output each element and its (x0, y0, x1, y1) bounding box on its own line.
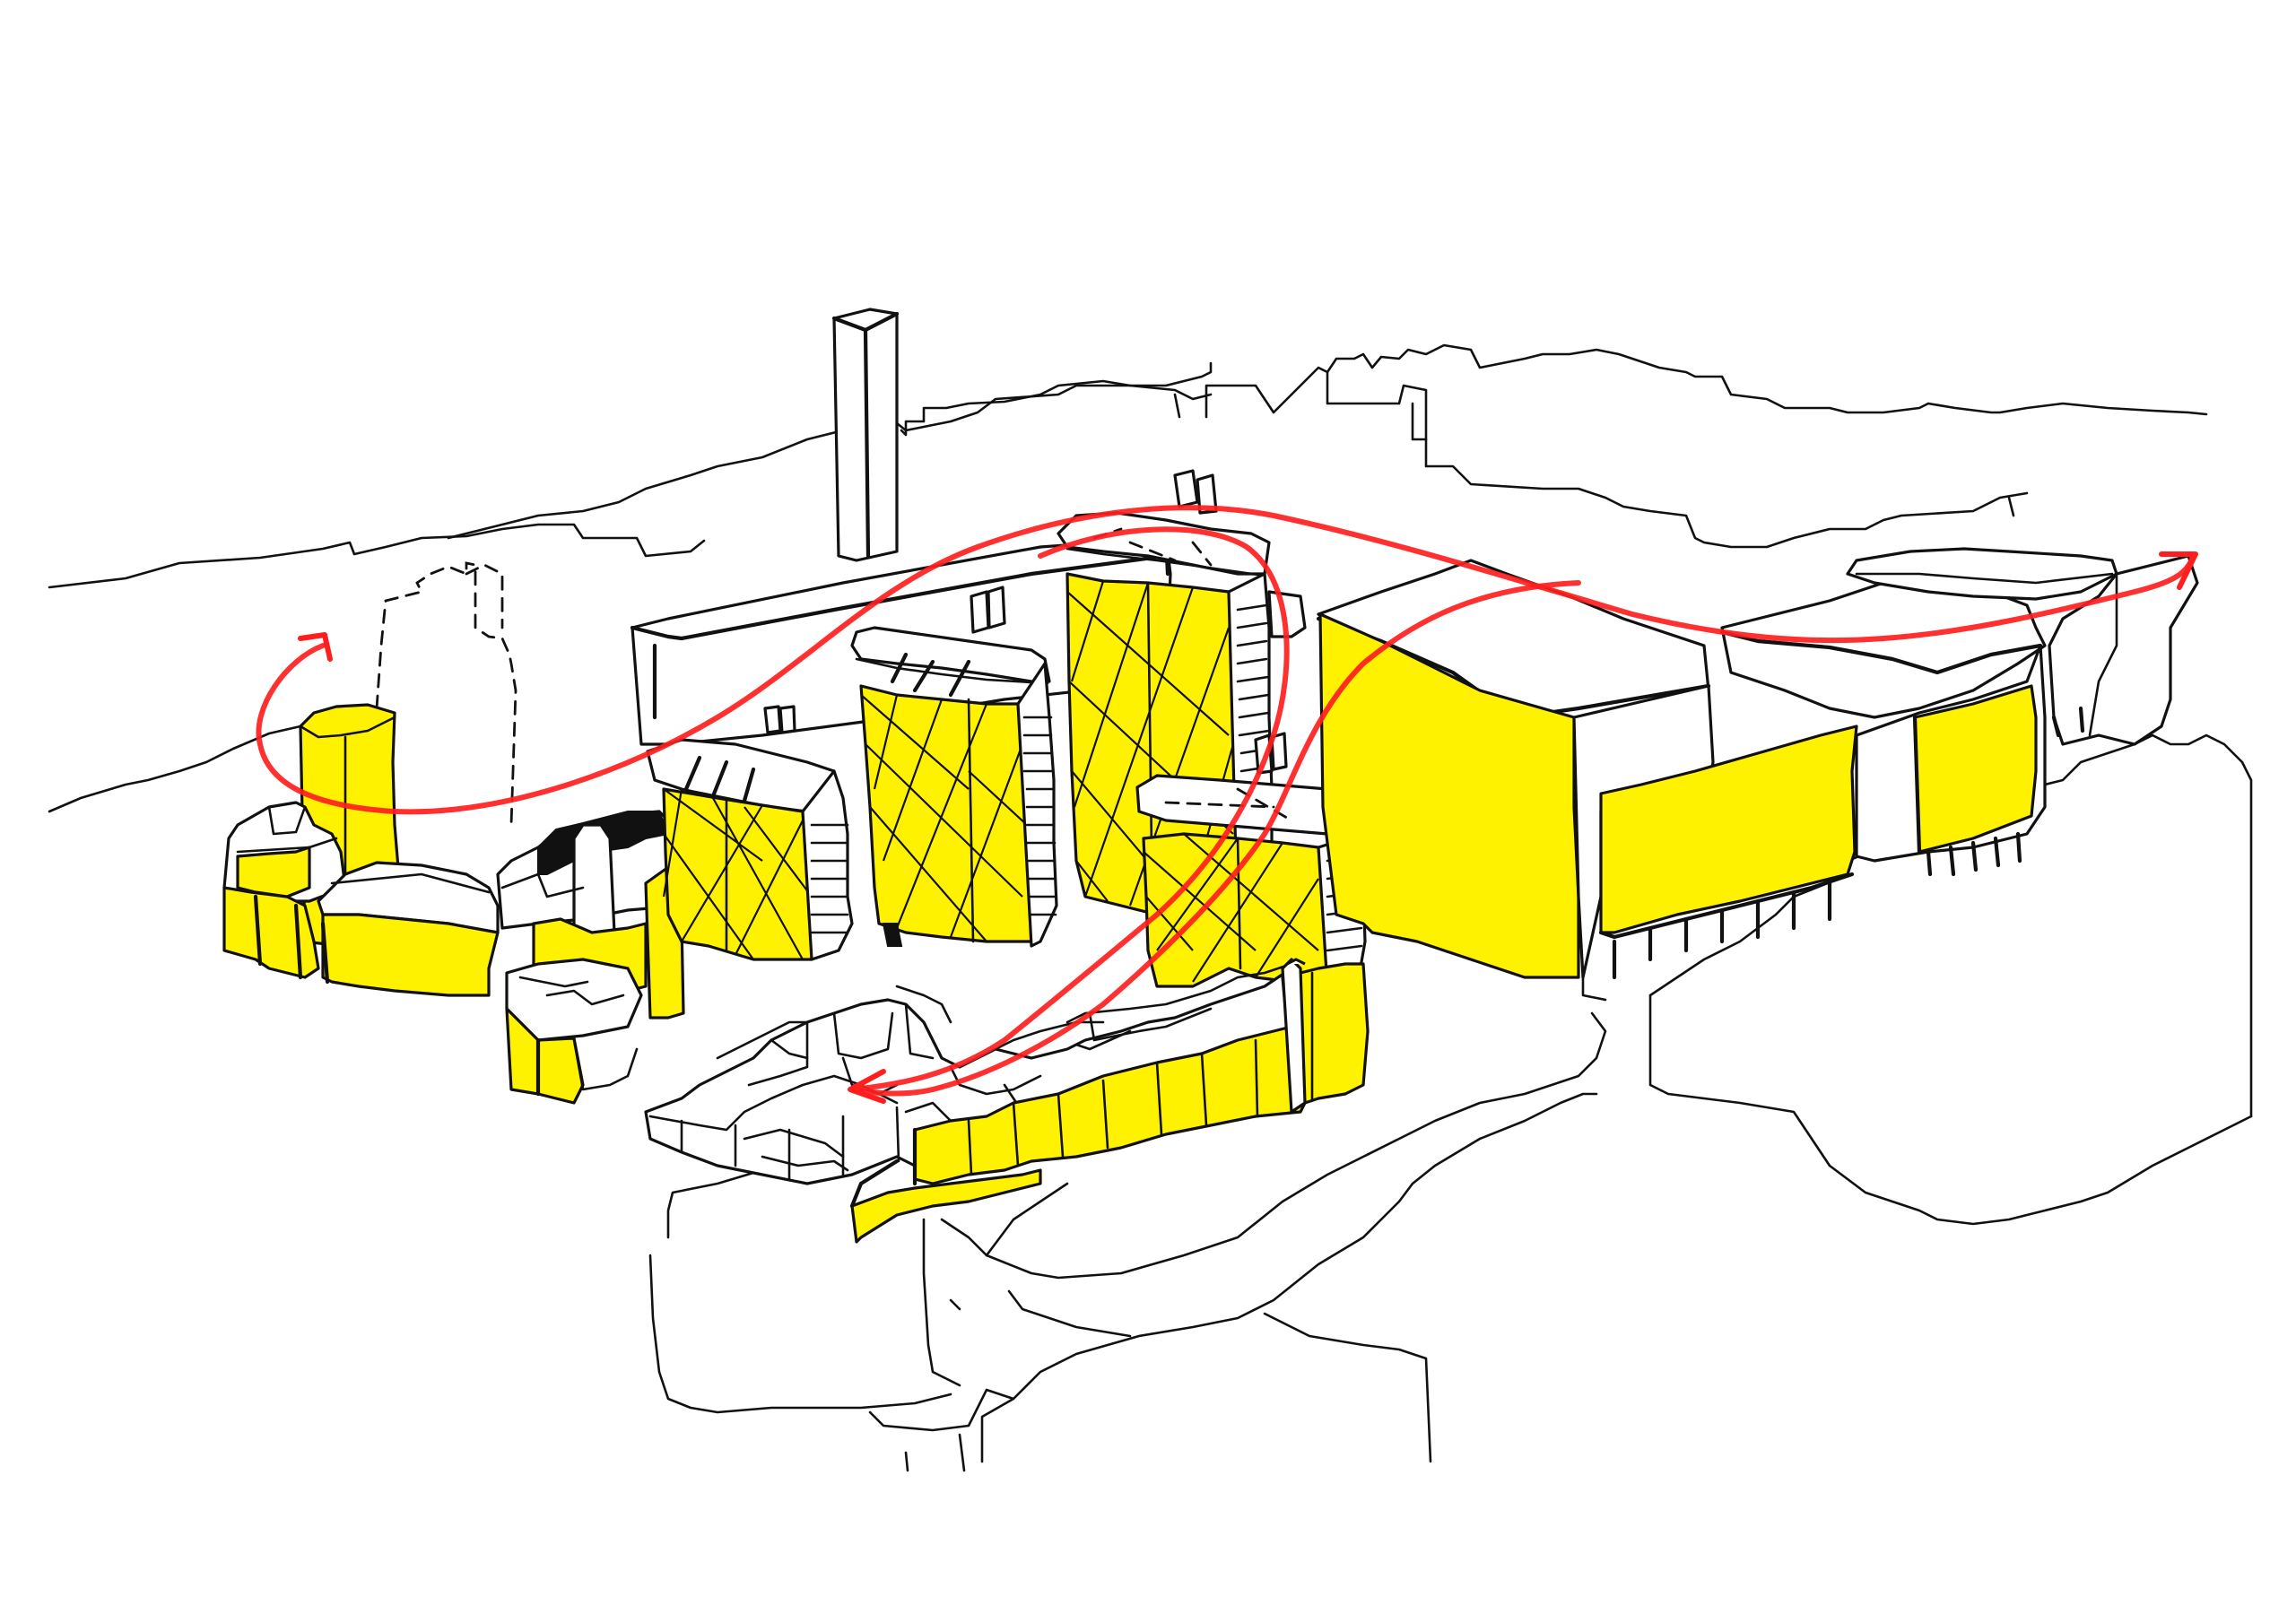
route-tower-loop (849, 526, 1290, 1092)
left-vaulted-hall (321, 913, 500, 997)
route-cross-path (858, 580, 1581, 1097)
route-main-start-arrowhead (298, 632, 333, 662)
rooftop-stacks (763, 586, 1288, 775)
route-main-end-arrowhead (2159, 551, 2198, 590)
centre-left-cluster (496, 810, 685, 1105)
large-block-front-facade (1318, 612, 1580, 979)
movement-routes (256, 505, 2198, 1104)
tower-a-facade (662, 787, 813, 961)
large-right-block (1316, 559, 1858, 1002)
tower-a (646, 738, 854, 961)
tower-b-facade (859, 684, 1033, 943)
centre-left-front-block (505, 1007, 585, 1105)
foreground-yellow-lower-band (850, 1168, 1042, 1244)
route-front-arrowhead (848, 1069, 886, 1104)
large-block-side-wing (1599, 725, 1858, 934)
foreground-low-buildings (644, 958, 1370, 1244)
left-cluster-buildings (222, 703, 500, 997)
far-right-facade (1913, 684, 2038, 854)
far-right-blocks (1719, 547, 2199, 877)
route-main-sweep (256, 505, 2196, 815)
tall-chimney-tower (831, 308, 900, 562)
tower-b (850, 626, 1058, 948)
